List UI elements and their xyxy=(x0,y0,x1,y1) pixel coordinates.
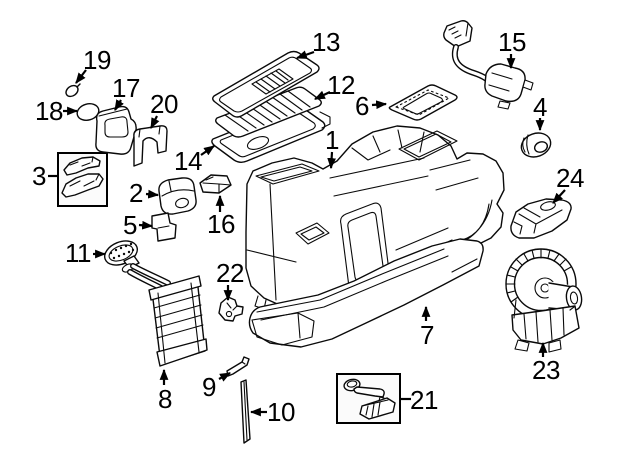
callout-arrow-9 xyxy=(218,372,231,382)
part-7-duct-drawing xyxy=(248,238,484,348)
callout-label-20[interactable]: 20 xyxy=(150,89,178,119)
part-9-retainer-drawing xyxy=(226,356,250,377)
part-19-ring-drawing xyxy=(65,83,81,98)
callout-label-6[interactable]: 6 xyxy=(355,91,369,121)
part-drawings xyxy=(61,20,583,444)
callout-label-22[interactable]: 22 xyxy=(216,258,244,288)
part-13-filter-cover-drawing xyxy=(212,50,320,118)
part-24-bracket-drawing xyxy=(510,198,572,239)
callout-arrows xyxy=(48,50,566,417)
callout-label-10[interactable]: 10 xyxy=(267,397,295,427)
callout-label-24[interactable]: 24 xyxy=(556,163,584,193)
part-4-grommet-drawing xyxy=(520,132,552,158)
part-10-rod-drawing xyxy=(240,379,251,444)
callout-arrow-13 xyxy=(295,50,315,60)
part-8-heater-core-drawing xyxy=(121,255,208,367)
part-6-gasket-drawing xyxy=(388,84,458,121)
callout-label-8[interactable]: 8 xyxy=(158,384,172,414)
callout-arrow-6 xyxy=(371,100,388,110)
callout-arrow-1 xyxy=(327,151,337,170)
callout-label-21[interactable]: 21 xyxy=(410,385,438,415)
callout-arrow-19 xyxy=(75,69,87,84)
part-16-housing-drawing xyxy=(199,174,232,194)
part-17-cover-drawing xyxy=(95,105,137,155)
part-23-blower-motor-drawing xyxy=(505,248,583,353)
callout-label-19[interactable]: 19 xyxy=(83,45,111,75)
part-3-clips-drawing xyxy=(61,156,104,198)
part-12-filter-element-drawing xyxy=(215,86,322,138)
callout-label-18[interactable]: 18 xyxy=(35,96,63,126)
callout-label-11[interactable]: 11 xyxy=(65,238,92,268)
callout-arrow-5 xyxy=(138,220,154,230)
callout-label-5[interactable]: 5 xyxy=(123,210,137,240)
callout-label-17[interactable]: 17 xyxy=(112,73,140,103)
callout-arrow-2 xyxy=(145,189,160,199)
callout-label-9[interactable]: 9 xyxy=(202,372,216,402)
part-15-actuator-drawing xyxy=(443,20,534,110)
callout-arrow-12 xyxy=(314,90,331,100)
callout-label-12[interactable]: 12 xyxy=(327,70,355,100)
part-22-clip-drawing xyxy=(218,296,244,322)
callout-label-13[interactable]: 13 xyxy=(312,27,340,57)
callout-arrow-17 xyxy=(114,99,124,111)
part-2-case-drawing xyxy=(158,177,197,215)
callout-label-3[interactable]: 3 xyxy=(32,161,46,191)
callout-label-4[interactable]: 4 xyxy=(533,92,547,122)
part-5-plate-drawing xyxy=(151,212,177,242)
callout-label-16[interactable]: 16 xyxy=(207,209,235,239)
callout-arrow-24 xyxy=(552,189,566,204)
part-21-levers-drawing xyxy=(343,378,396,420)
callout-arrow-14 xyxy=(200,145,215,156)
callout-label-2[interactable]: 2 xyxy=(129,178,143,208)
part-20-bracket-drawing xyxy=(133,125,168,167)
callout-label-1[interactable]: 1 xyxy=(325,125,339,155)
callout-label-23[interactable]: 23 xyxy=(532,355,560,385)
callout-label-7[interactable]: 7 xyxy=(420,320,434,350)
callout-arrow-20 xyxy=(150,115,160,129)
callout-label-14[interactable]: 14 xyxy=(174,146,202,176)
callout-label-15[interactable]: 15 xyxy=(498,27,526,57)
